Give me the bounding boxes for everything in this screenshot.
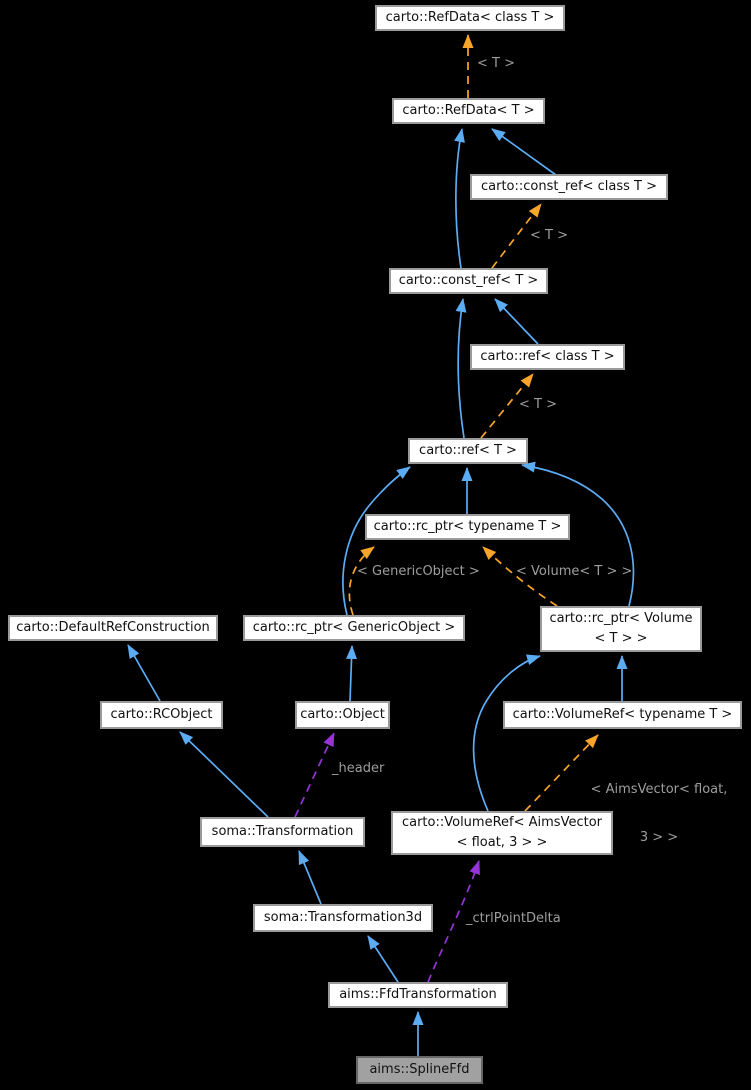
edge-label-genericobject: < GenericObject > <box>357 564 480 579</box>
node-const-ref-t[interactable]: carto::const_ref< T > <box>389 268 548 294</box>
edge-rcobject-to-defaultrefconstruction <box>127 644 161 702</box>
edge-label-volume-t: < Volume< T > > <box>516 564 633 579</box>
node-ffdtransformation[interactable]: aims::FfdTransformation <box>328 982 508 1008</box>
node-rc-ptr-volume-t[interactable]: carto::rc_ptr< Volume < T > > <box>540 606 702 652</box>
node-ref-class-t[interactable]: carto::ref< class T > <box>470 344 625 370</box>
edge-rcptr-volume-to-ref-t <box>521 461 635 607</box>
edge-usage-header <box>294 732 335 818</box>
node-transformation3d[interactable]: soma::Transformation3d <box>253 904 433 932</box>
edge-constref-t-to-refdata-t <box>454 128 465 269</box>
edge-volumeref-aims-to-rcptr-volume <box>472 654 541 812</box>
node-rcobject[interactable]: carto::RCObject <box>100 701 223 729</box>
node-refdata-t[interactable]: carto::RefData< T > <box>392 98 545 124</box>
edge-label-template-t-refdata: < T > <box>477 56 515 71</box>
node-splineffd: aims::SplineFfd <box>356 1056 483 1084</box>
edge-ref-t-to-constref-t <box>455 298 467 439</box>
edge-transformation-to-rcobject <box>179 731 269 818</box>
node-volumeref-aimsvector[interactable]: carto::VolumeRef< AimsVector < float, 3 … <box>391 811 613 855</box>
edge-object-to-rcptr-generic <box>346 645 358 702</box>
node-ref-t[interactable]: carto::ref< T > <box>408 438 528 464</box>
edge-transformation3d-to-transformation <box>298 850 322 905</box>
node-transformation[interactable]: soma::Transformation <box>200 817 365 847</box>
edge-label-template-t-constref: < T > <box>530 228 568 243</box>
edge-ffd-to-transformation3d <box>367 935 399 983</box>
edge-constref-class-to-refdata-t <box>491 128 557 176</box>
node-rc-ptr-typename-t[interactable]: carto::rc_ptr< typename T > <box>365 514 570 540</box>
edge-label-header: _header <box>332 761 385 776</box>
edge-usage-ctrlpointdelta <box>427 860 480 983</box>
edge-rcptr-generic-to-ref-t <box>342 466 411 616</box>
edge-template-rcptr-volume <box>482 546 558 607</box>
node-refdata-class-t[interactable]: carto::RefData< class T > <box>375 5 565 31</box>
edge-template-volumeref <box>524 734 599 812</box>
edge-label-template-t-ref: < T > <box>519 397 557 412</box>
edge-label-ctrlpointdelta: _ctrlPointDelta <box>466 911 561 926</box>
node-rc-ptr-genericobject[interactable]: carto::rc_ptr< GenericObject > <box>243 615 465 641</box>
node-default-ref-construction[interactable]: carto::DefaultRefConstruction <box>8 615 218 641</box>
node-volumeref-typename-t[interactable]: carto::VolumeRef< typename T > <box>503 701 742 729</box>
edge-template-rcptr-generic <box>348 546 375 616</box>
node-object[interactable]: carto::Object <box>295 701 390 729</box>
edge-label-aimsvector: < AimsVector< float, 3 > > <box>590 782 728 845</box>
node-const-ref-class-t[interactable]: carto::const_ref< class T > <box>470 174 668 200</box>
edge-ref-class-to-constref-t <box>494 298 539 345</box>
